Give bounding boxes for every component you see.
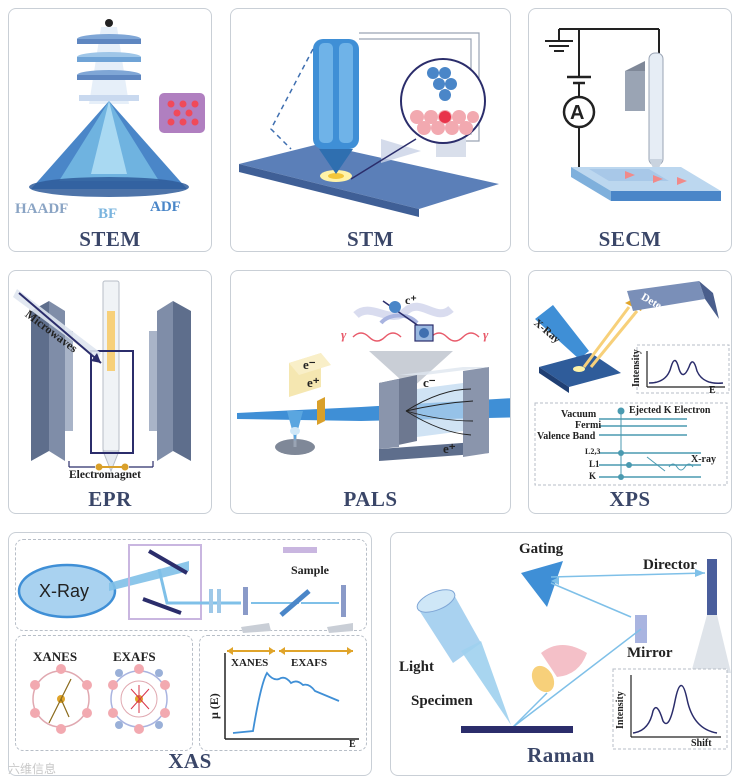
xas-spectrum-line [233, 673, 339, 733]
xps-title: XPS [529, 487, 731, 512]
specimen-stage [461, 726, 573, 733]
epr-title: EPR [9, 487, 211, 512]
pals-e-plus-label: e⁺ [307, 375, 320, 391]
secm-diagram [529, 9, 732, 252]
pals-c-minus-label: c⁻ [423, 375, 436, 391]
electron-source-icon [105, 19, 113, 27]
pals-gamma-label-right: γ [483, 327, 488, 343]
magnet-right [157, 301, 173, 461]
gating-label: Gating [519, 541, 563, 558]
xas-xray-label: X-Ray [39, 581, 89, 602]
electromagnet-label: Electromagnet [69, 469, 141, 481]
k-label: K [589, 471, 596, 481]
raman-title: Raman [391, 743, 731, 768]
panel-stm: STM [230, 8, 511, 252]
ejected-electron-label: Ejected K Electron [629, 405, 710, 416]
director-detector [707, 559, 717, 615]
mirror-label: Mirror [627, 645, 673, 662]
stm-diagram [231, 9, 511, 252]
positron-icon [389, 301, 401, 313]
xps-intensity-label: Intensity [631, 349, 642, 387]
panel-pals: e⁻ e⁺ c⁺ γ γ c⁻ e⁺ PALS [230, 270, 511, 514]
pals-e-minus-label: e⁻ [303, 357, 316, 373]
ammeter-label: A [570, 107, 584, 119]
director-label: Director [643, 557, 697, 574]
xas-title: XAS [9, 749, 371, 774]
panel-xps: X-Ray Detector Intensity E Vacuum Fermi … [528, 270, 732, 514]
l23-label: L2,3 [585, 447, 600, 456]
pals-diagram [231, 271, 511, 514]
haadf-label: HAADF [15, 201, 68, 218]
adf-label: ADF [150, 199, 181, 216]
exafs-label: EXAFS [113, 649, 156, 665]
chamber-right-wall [463, 367, 489, 457]
bf-label: BF [98, 206, 117, 223]
pals-gamma-label-left: γ [341, 327, 346, 343]
fermi-label: Fermi [575, 420, 601, 431]
panel-epr: Microwaves Electromagnet EPR [8, 270, 212, 514]
xanes-label: XANES [33, 649, 77, 665]
panel-stem: HAADF BF ADF STEM [8, 8, 212, 252]
light-label: Light [399, 659, 434, 676]
sample-tube [107, 311, 115, 371]
xas-exafs-range-label: EXAFS [291, 657, 327, 669]
secm-title: SECM [529, 227, 731, 252]
xps-diagram [529, 271, 732, 514]
vacuum-label: Vacuum [561, 409, 596, 420]
stem-title: STEM [9, 227, 211, 252]
mu-axis-label: μ (E) [207, 693, 222, 719]
raman-intensity-label: Intensity [615, 691, 626, 729]
xps-xray-line-label: X-ray [691, 454, 716, 465]
stm-title: STM [231, 227, 510, 252]
xas-xanes-range-label: XANES [231, 657, 268, 669]
xas-sample-label: Sample [291, 563, 329, 578]
panel-raman: Gating Director Light Mirror Specimen In… [390, 532, 732, 776]
xps-energy-label: E [709, 385, 716, 396]
pals-title: PALS [231, 487, 510, 512]
panel-secm: A SECM [528, 8, 732, 252]
watermark: 六维信息 [8, 760, 56, 777]
pals-e-plus-label-2: e⁺ [443, 441, 456, 457]
grating-icon [521, 561, 563, 607]
specimen-plate [79, 95, 139, 101]
l1-label: L1 [589, 459, 600, 469]
diffraction-pattern [159, 93, 205, 133]
panel-xas: X-Ray Sample XANES EXAFS XANES EXAFS μ (… [8, 532, 372, 776]
valence-band-label: Valence Band [537, 431, 595, 442]
specimen-label: Specimen [411, 693, 473, 710]
pals-c-plus-label: c⁺ [405, 293, 417, 308]
